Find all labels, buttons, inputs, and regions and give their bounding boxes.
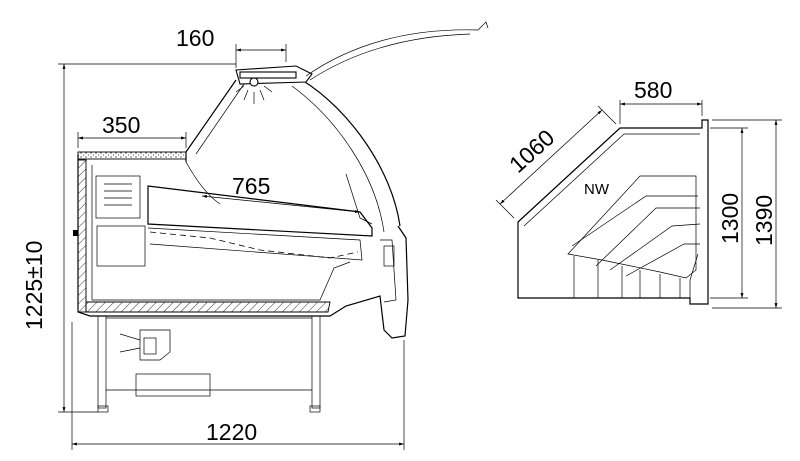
corner-outline <box>517 119 709 305</box>
cabinet-outline <box>77 155 409 339</box>
dim-inner-height: 1300 <box>717 193 743 244</box>
lamp-rays-icon <box>235 85 273 104</box>
deck-front-lip <box>345 173 373 225</box>
left-marker <box>73 230 78 236</box>
control-box-vents <box>104 183 132 206</box>
control-box <box>95 175 141 219</box>
corner-view: NW 580 1060 1300 1390 <box>495 77 782 309</box>
front-glass-outer <box>301 79 401 227</box>
rear-glass-frame-inner <box>195 83 245 155</box>
top-canopy-bar <box>239 71 297 79</box>
base-frame <box>97 315 321 413</box>
display-deck-lower <box>147 227 363 261</box>
service-panel <box>96 225 146 267</box>
dim-outer-height: 1390 <box>751 195 777 246</box>
open-glass-arc <box>305 29 479 77</box>
rear-curve <box>185 161 221 205</box>
dim-total-width: 1220 <box>206 419 257 445</box>
left-wall-insulation <box>77 159 87 313</box>
open-glass-arc-2 <box>309 33 471 81</box>
rear-glass-frame <box>185 79 237 162</box>
side-view: 160 350 765 1225±10 1220 <box>21 21 489 450</box>
lamp-icon <box>249 77 259 87</box>
handle-cable <box>477 21 489 31</box>
dim-top-depth: 580 <box>634 77 672 103</box>
corner-label: NW <box>584 181 610 198</box>
service-shelf <box>77 151 187 160</box>
dim-diagonal: 1060 <box>504 124 559 178</box>
dim-shelf-width: 350 <box>102 112 140 138</box>
dim-glass-depth: 765 <box>232 173 270 199</box>
corner-deck <box>571 195 698 247</box>
compressor <box>119 329 211 397</box>
front-panel <box>380 239 397 303</box>
front-control <box>383 245 395 267</box>
dim-height: 1225±10 <box>21 241 47 330</box>
corner-glass <box>567 175 697 279</box>
bottom-insulation <box>85 301 331 313</box>
deck-dash-line <box>149 231 359 259</box>
front-glass-inner <box>291 85 385 233</box>
dim-top-width: 160 <box>176 25 214 51</box>
inner-tank <box>91 165 351 301</box>
